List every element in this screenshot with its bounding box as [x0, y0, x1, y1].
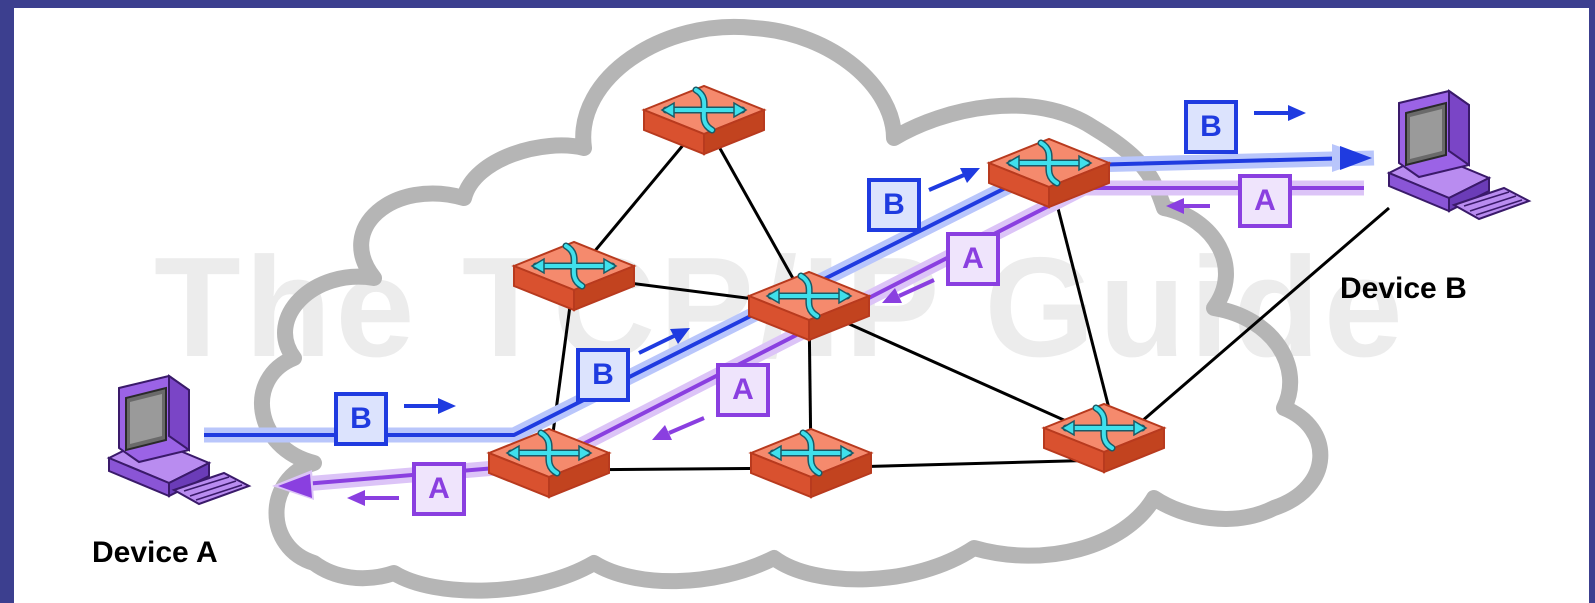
packet-b-1: B	[334, 392, 388, 446]
packet-b-4: B	[1184, 100, 1238, 154]
packet-a-3: A	[946, 232, 1000, 286]
network-diagram	[108, 18, 1530, 599]
packet-a-1: A	[412, 462, 466, 516]
packet-a-2: A	[716, 363, 770, 417]
device-b-label: Device B	[1340, 272, 1467, 305]
switch-top-icon	[644, 86, 764, 154]
diagram-panel: The TCP/IP Guide	[14, 8, 1589, 603]
packet-a-4: A	[1238, 174, 1292, 228]
switch-upper-right-icon	[989, 139, 1109, 207]
switch-upper-left-icon	[514, 242, 634, 310]
packet-b-2: B	[576, 348, 630, 402]
switch-lower-center-icon	[751, 429, 871, 497]
arrows-b	[404, 105, 1306, 414]
computer-device-b-icon	[1388, 90, 1530, 220]
packet-b-3: B	[867, 178, 921, 232]
switch-center-icon	[749, 272, 869, 340]
arrows-a	[347, 198, 1210, 506]
device-a-label: Device A	[92, 536, 218, 569]
